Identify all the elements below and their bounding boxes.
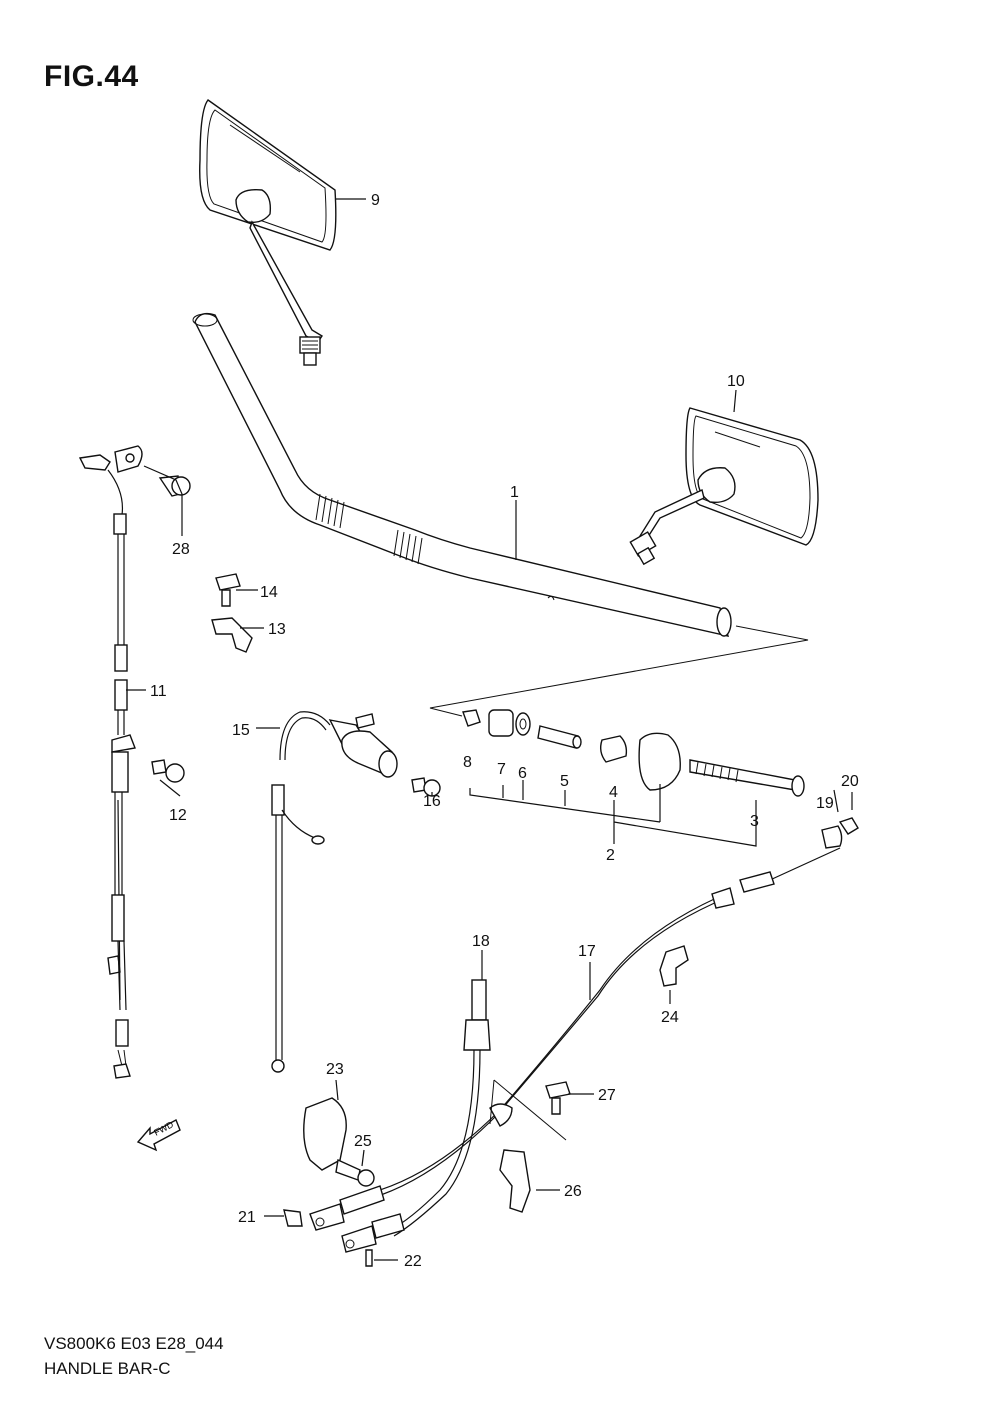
callout-8: 8 [463, 754, 472, 771]
callout-4: 4 [609, 784, 618, 801]
callout-18: 18 [472, 933, 490, 950]
callout-16: 16 [423, 793, 441, 810]
bracket-26 [489, 1079, 567, 1213]
callout-2: 2 [606, 847, 615, 864]
callout-26: 26 [564, 1183, 582, 1200]
holder-23 [303, 1097, 347, 1171]
callout-17: 17 [578, 943, 596, 960]
leader-lines [126, 198, 853, 1261]
bar-end-assembly [462, 709, 805, 847]
figure-code: VS800K6 E03 E28_044 [44, 1334, 224, 1353]
callout-20: 20 [841, 773, 859, 790]
callout-28: 28 [172, 541, 190, 558]
explode-lines [429, 625, 809, 717]
bolt-12 [151, 759, 185, 783]
cable-11 [78, 445, 143, 1079]
cable-17 [309, 847, 841, 1231]
mirror-left [199, 99, 337, 366]
callout-9: 9 [371, 192, 380, 209]
figure-title: FIG.44 [44, 60, 139, 93]
callout-22: 22 [404, 1253, 422, 1270]
cable-18 [341, 979, 491, 1253]
switch-15 [271, 711, 441, 1073]
callout-15: 15 [232, 722, 250, 739]
fwd-arrow-icon [136, 1119, 181, 1152]
mirror-right [629, 407, 819, 566]
clamp-13 [211, 617, 253, 653]
screw-25 [335, 1158, 375, 1187]
callout-25: 25 [354, 1133, 372, 1150]
callout-12: 12 [169, 807, 187, 824]
callout-14: 14 [260, 584, 278, 601]
handlebar [192, 312, 732, 637]
figure-name: HANDLE BAR-C [44, 1359, 171, 1378]
callout-23: 23 [326, 1061, 344, 1078]
callout-24: 24 [661, 1009, 679, 1026]
callout-11: 11 [150, 683, 167, 700]
callout-13: 13 [268, 621, 286, 638]
callout-19: 19 [816, 795, 834, 812]
parts-19-20 [821, 817, 859, 849]
callout-5: 5 [560, 773, 569, 790]
callout-21: 21 [238, 1209, 256, 1226]
parts-21-22 [283, 1209, 373, 1267]
callout-10: 10 [727, 373, 745, 390]
callout-3: 3 [750, 813, 759, 830]
callout-labels: 1 2 3 4 5 6 7 8 9 10 11 12 13 14 15 16 1… [150, 192, 859, 1270]
callout-6: 6 [518, 765, 527, 782]
clamp-24 [659, 945, 689, 987]
callout-7: 7 [497, 761, 506, 778]
callout-27: 27 [598, 1087, 616, 1104]
bolt-27 [545, 1081, 571, 1115]
bolt-14 [215, 573, 241, 607]
callout-1: 1 [510, 484, 519, 501]
